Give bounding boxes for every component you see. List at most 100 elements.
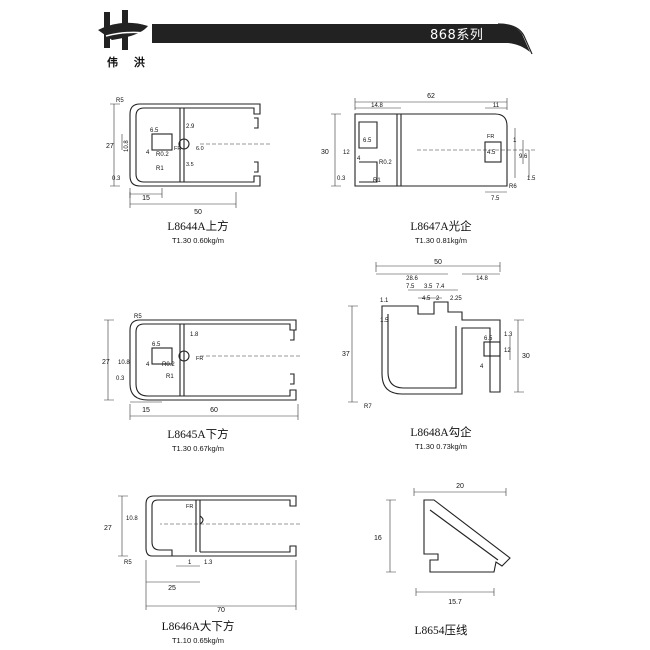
banner-bar bbox=[152, 24, 530, 52]
profile-spec: T1.30 0.81kg/m bbox=[414, 236, 468, 245]
dim-label: 1.3 bbox=[504, 332, 513, 338]
dim-label: 7.5 bbox=[491, 196, 500, 202]
dim-label: 6.5 bbox=[484, 336, 493, 342]
dim-label: 11 bbox=[493, 103, 500, 109]
profile-drawing-l8644a: 50 15 27 10.8 6.5 4 0.3 R0.2 R1 R5 2.9 F… bbox=[106, 98, 270, 216]
profile-caption-l8654: L8654压线 bbox=[341, 622, 541, 638]
profile-spec: T1.30 0.60kg/m bbox=[171, 236, 225, 245]
dim-label: 3.5 bbox=[186, 162, 194, 168]
profile-code: L8644A上方 bbox=[167, 221, 229, 233]
dim-label: 4.5 bbox=[487, 150, 496, 156]
header-banner bbox=[98, 10, 533, 55]
dim-label: 0.3 bbox=[337, 176, 346, 182]
dim-label: FR bbox=[186, 504, 193, 510]
dim-label: 4 bbox=[146, 362, 150, 368]
dim-label: 62 bbox=[427, 93, 435, 100]
dim-label: 70 bbox=[217, 607, 225, 614]
profile-drawing-l8646a: 70 25 1 1.3 27 10.8 R5 FR bbox=[104, 495, 300, 614]
dim-label: R5 bbox=[134, 314, 142, 320]
dim-label: 6.0 bbox=[196, 146, 204, 152]
dim-label: 30 bbox=[522, 353, 530, 360]
dim-label: 9.6 bbox=[519, 154, 528, 160]
dim-label: 50 bbox=[194, 209, 202, 216]
profile-code: L8645A下方 bbox=[167, 429, 229, 441]
dim-label: 1.5 bbox=[380, 318, 389, 324]
dim-label: 6.5 bbox=[150, 128, 159, 134]
dim-label: 37 bbox=[342, 351, 350, 358]
dim-label: 7.4 bbox=[436, 284, 445, 290]
dim-label: 0.3 bbox=[116, 376, 125, 382]
profile-caption-l8645a: L8645A下方 T1.30 0.67kg/m bbox=[98, 426, 298, 453]
dim-label: 12 bbox=[504, 348, 511, 354]
dim-label: R0.2 bbox=[379, 160, 392, 166]
profile-drawing-l8654: 20 16 15.7 bbox=[374, 483, 511, 606]
profile-drawing-l8647a: 62 14.8 11 30 12 6.5 4 0.3 R0.2 R1 FR 4.… bbox=[321, 93, 536, 202]
dim-label: 1.1 bbox=[380, 298, 389, 304]
profile-caption-l8648a: L8648A勾企 T1.30 0.73kg/m bbox=[341, 424, 541, 451]
dim-label: 2 bbox=[436, 296, 440, 302]
dim-label: R5 bbox=[124, 560, 132, 566]
dim-label: 10.8 bbox=[126, 516, 138, 522]
dim-label: 60 bbox=[210, 407, 218, 414]
dim-label: 2.25 bbox=[450, 296, 462, 302]
dim-label: FR bbox=[196, 356, 203, 362]
dim-label: 14.8 bbox=[476, 276, 488, 282]
dim-label: 20 bbox=[456, 483, 464, 490]
dim-label: 4.5 bbox=[422, 296, 431, 302]
profile-spec: T1.30 0.73kg/m bbox=[414, 442, 468, 451]
dim-label: 15 bbox=[142, 195, 150, 202]
dim-label: R6 bbox=[509, 184, 517, 190]
dim-label: R1 bbox=[373, 178, 381, 184]
dim-label: R1 bbox=[166, 374, 174, 380]
brand-logo-icon bbox=[98, 10, 151, 50]
dim-label: 15.7 bbox=[448, 599, 462, 606]
dim-label: 7.5 bbox=[406, 284, 415, 290]
dim-label: 4 bbox=[146, 150, 150, 156]
dim-label: 28.6 bbox=[406, 276, 418, 282]
profile-spec: T1.10 0.65kg/m bbox=[171, 636, 225, 645]
dim-label: 14.8 bbox=[371, 103, 383, 109]
dim-label: 1.8 bbox=[190, 332, 199, 338]
dim-label: 27 bbox=[102, 359, 110, 366]
dim-label: 50 bbox=[434, 259, 442, 266]
profile-caption-l8647a: L8647A光企 T1.30 0.81kg/m bbox=[341, 218, 541, 245]
dim-label: 2.9 bbox=[186, 124, 195, 130]
profile-code: L8647A光企 bbox=[410, 221, 472, 233]
profile-code: L8648A勾企 bbox=[410, 427, 472, 439]
series-title: 868系列 bbox=[430, 28, 484, 43]
dim-label: 1.3 bbox=[204, 560, 213, 566]
dim-label: 4 bbox=[357, 156, 361, 162]
dim-label: 1 bbox=[513, 138, 517, 144]
dim-label: 6.5 bbox=[152, 342, 161, 348]
dim-label: 10.8 bbox=[124, 140, 130, 152]
dim-label: 1.5 bbox=[527, 176, 536, 182]
profile-caption-l8644a: L8644A上方 T1.30 0.60kg/m bbox=[98, 218, 298, 245]
dim-label: 27 bbox=[106, 143, 114, 150]
profile-code: L8654压线 bbox=[414, 625, 468, 637]
dim-label: 4 bbox=[480, 364, 484, 370]
profile-drawing-l8648a: 50 28.6 14.8 7.5 3.5 7.4 4.5 2 2.25 1.1 … bbox=[342, 259, 530, 410]
dim-label: R7 bbox=[364, 404, 372, 410]
profile-code: L8646A大下方 bbox=[161, 621, 235, 633]
dim-label: FR bbox=[487, 134, 494, 140]
dim-label: 10.8 bbox=[118, 360, 130, 366]
dim-label: 30 bbox=[321, 149, 329, 156]
profile-caption-l8646a: L8646A大下方 T1.10 0.65kg/m bbox=[98, 618, 298, 645]
profile-drawing-l8645a: 60 15 27 10.8 6.5 4 0.3 R0.2 R1 R5 1.8 F… bbox=[102, 314, 300, 420]
dim-label: R5 bbox=[116, 98, 124, 104]
dim-label: R0.2 bbox=[162, 362, 175, 368]
brand-name: 伟 洪 bbox=[107, 56, 151, 69]
dim-label: 16 bbox=[374, 535, 382, 542]
dim-label: 27 bbox=[104, 525, 112, 532]
dim-label: 3.5 bbox=[424, 284, 433, 290]
dim-label: R1 bbox=[156, 166, 164, 172]
dim-label: 12 bbox=[343, 150, 350, 156]
dim-label: 15 bbox=[142, 407, 150, 414]
profile-spec: T1.30 0.67kg/m bbox=[171, 444, 225, 453]
dim-label: R0.2 bbox=[156, 152, 169, 158]
dim-label: FR bbox=[174, 146, 181, 152]
dim-label: 25 bbox=[168, 585, 176, 592]
banner-swoosh bbox=[497, 23, 533, 55]
dim-label: 1 bbox=[188, 560, 192, 566]
dim-label: 0.3 bbox=[112, 176, 121, 182]
